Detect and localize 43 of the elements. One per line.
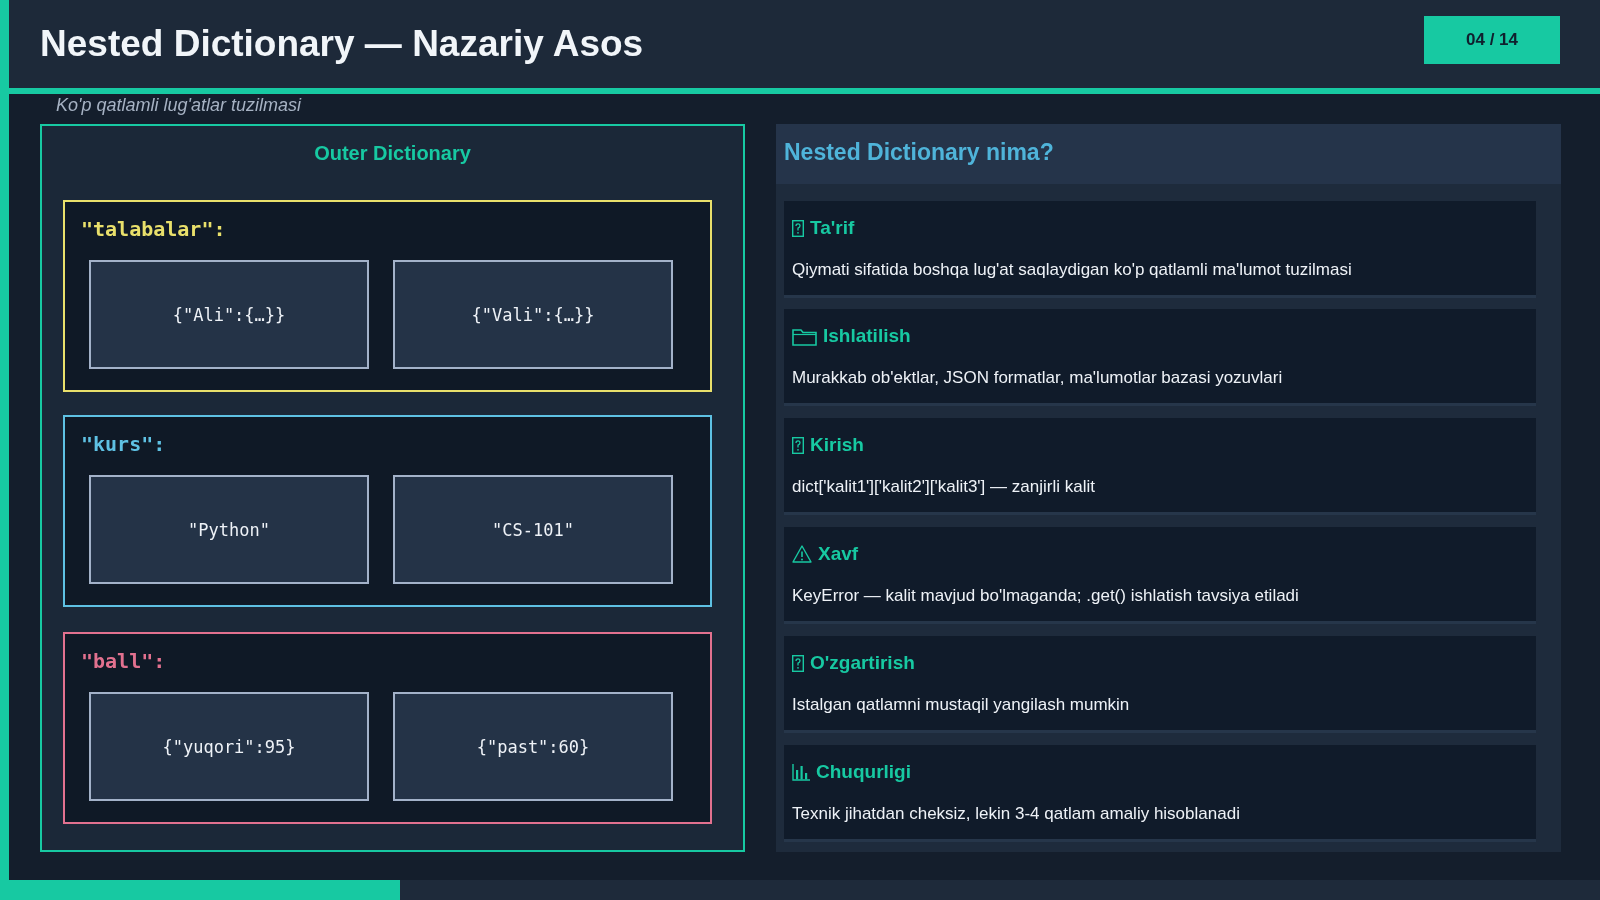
value-box — [393, 692, 673, 801]
info-card — [784, 527, 1536, 624]
info-card — [784, 309, 1536, 406]
dict-value: {"Vali":{…}} — [471, 303, 595, 326]
card-heading: Chuqurligi — [816, 760, 911, 784]
card-heading: Xavf — [818, 542, 859, 566]
value-box — [393, 475, 673, 584]
card-text: Qiymati sifatida boshqa lug'at saqlaydigan ko'p qatlamli ma'lumot tuzilmasi — [792, 259, 1353, 281]
info-card — [784, 201, 1536, 298]
dict-key: "talabalar": — [81, 216, 226, 242]
value-box — [89, 260, 369, 369]
page-counter: 04 / 14 — [1424, 16, 1560, 64]
dict-value: {"past":60} — [476, 735, 590, 758]
dictionary-panel — [40, 124, 745, 852]
card-text: Murakkab ob'ektlar, JSON formatlar, ma'lumotlar bazasi yozuvlari — [792, 367, 1284, 389]
value-box — [89, 475, 369, 584]
dict-key: "ball": — [81, 648, 166, 674]
info-card — [784, 745, 1536, 842]
info-panel — [776, 124, 1561, 852]
info-card — [784, 636, 1536, 733]
key-group-box — [63, 632, 712, 824]
panel-heading: Outer Dictionary — [313, 141, 472, 166]
dict-value: {"Ali":{…}} — [172, 303, 286, 326]
card-heading: O'zgartirish — [810, 651, 915, 675]
card-heading: Kirish — [810, 433, 864, 457]
key-group-box — [63, 415, 712, 607]
card-text: Istalgan qatlamni mustaqil yangilash mumkin — [792, 694, 1131, 716]
card-text: Texnik jihatdan cheksiz, lekin 3-4 qatlam amaliy hisoblanadi — [792, 803, 1241, 825]
subtitle: Ko'p qatlamli lug'atlar tuzilmasi — [56, 94, 301, 116]
value-box — [89, 692, 369, 801]
card-text: dict['kalit1']['kalit2']['kalit3'] — zanjirli kalit — [792, 476, 1096, 498]
panel-heading: Nested Dictionary nima? — [784, 138, 1054, 166]
card-heading: Ishlatilish — [823, 324, 911, 348]
dict-value: "Python" — [188, 518, 270, 541]
slide-title: Nested Dictionary — Nazariy Asos — [40, 22, 644, 66]
dict-key: "kurs": — [81, 431, 166, 457]
card-text: KeyError — kalit mavjud bo'lmaganda; .get() ishlatish tavsiya etiladi — [792, 585, 1300, 607]
value-box — [393, 260, 673, 369]
info-card — [784, 418, 1536, 515]
card-heading: Ta'rif — [810, 216, 855, 240]
dict-value: {"yuqori":95} — [162, 735, 296, 758]
key-group-box — [63, 200, 712, 392]
dict-value: "CS-101" — [492, 518, 574, 541]
